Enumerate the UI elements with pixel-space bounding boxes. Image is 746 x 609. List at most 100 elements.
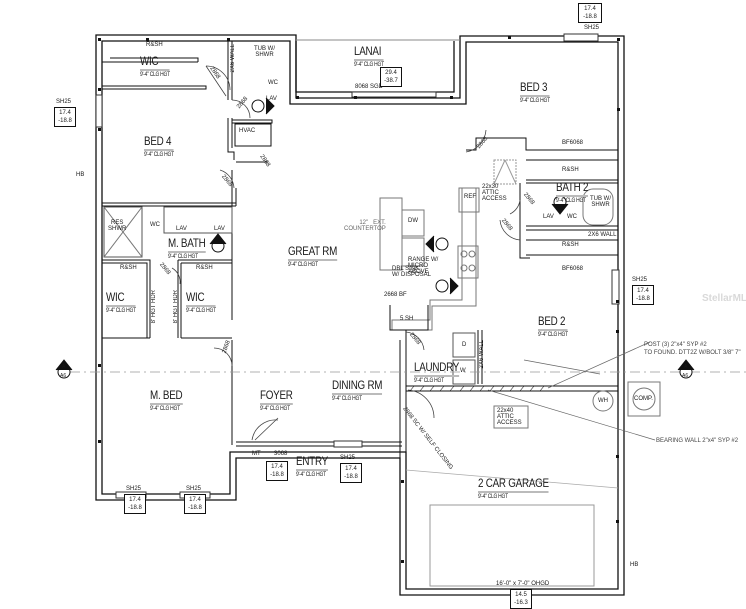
window-tag-value: -18.8 <box>270 472 284 478</box>
room-wic-right: WIC 9'-4" CLG HGT <box>186 290 216 314</box>
section-marker-a-left-top: A <box>62 364 66 370</box>
window-tag-mbed-right: 17.4 -18.8 <box>184 494 206 514</box>
sliding-door-label: 8068 SGD <box>355 84 384 90</box>
window-tag-mbed-left: 17.4 -18.8 <box>124 494 146 514</box>
room-name: WIC <box>106 290 136 307</box>
window-tag-value: -18.8 <box>583 14 597 20</box>
room-foyer: FOYER 9'-4" CLG HGT <box>260 388 293 412</box>
bifold-door-label: 2668 BF <box>384 292 407 298</box>
ceiling-height: 9'-4" CLG HGT <box>150 406 180 412</box>
ceiling-height: 9'-4" CLG HGT <box>140 72 170 78</box>
window-tag-value: -18.8 <box>636 296 650 302</box>
window-tag-label: SH25 <box>632 277 648 283</box>
hose-bib-label-right: HB <box>630 562 639 568</box>
ext-countertop-label: 12" EXT. COUNTERTOP <box>344 220 386 232</box>
mt-label: MT <box>252 451 261 457</box>
window-tag-value: 17.4 <box>584 6 596 12</box>
wall-2x6-label: 2X6 WALL <box>230 44 236 73</box>
window-tag-value: -18.8 <box>58 118 72 124</box>
refrigerator-label: REF <box>464 194 476 200</box>
entry-window-label: SH25 <box>340 455 356 461</box>
window-tag-entry-right: 17.4 -18.8 <box>340 463 362 483</box>
header-label-right: 8' HGT HDR <box>173 290 179 324</box>
hose-bib-label-left: HB <box>76 172 85 178</box>
room-m-bed: M. BED 9'-4" CLG HGT <box>150 388 183 412</box>
window-tag-value: 17.4 <box>345 466 357 472</box>
rsh-label-bed2: R&SH <box>562 242 579 248</box>
rsh-label-bed3: R&SH <box>562 167 579 173</box>
ceiling-height: 9'-4" CLG HGT <box>478 494 508 500</box>
window-tag-value: 17.4 <box>271 464 283 470</box>
section-marker-a-right-bottom: A6 <box>682 373 689 379</box>
window-tag-label: SH25 <box>584 25 600 31</box>
wc-label-mbath: WC <box>150 222 160 228</box>
window-tag-garage: 14.5 -16.3 <box>510 589 532 609</box>
wall-2x6-label-laundry: 2X6 WALL <box>479 340 485 369</box>
tub-shower-bath2-label: TUB W/ SHWR <box>590 196 611 208</box>
room-name: WIC <box>186 290 216 307</box>
room-name: WIC <box>140 54 170 71</box>
garage-attic-label: 22x40 ATTIC ACCESS <box>497 408 522 426</box>
lav-label: LAV <box>266 96 277 102</box>
wc-label-bath2: WC <box>567 214 577 220</box>
room-bath2: BATH 2 9'-4" CLG HGT <box>556 180 588 204</box>
room-laundry: LAUNDRY 9'-4" CLG HGT <box>414 360 459 384</box>
section-marker-a-left-bottom: A6 <box>60 373 67 379</box>
window-tag-value: -16.3 <box>514 600 528 606</box>
window-tag-entry-left: 17.4 -18.8 <box>266 461 288 481</box>
dishwasher-label: DW <box>408 218 418 224</box>
window-tag-right: 17.4 -18.8 <box>632 285 654 305</box>
lav-label-mbath-2: LAV <box>214 226 225 232</box>
ceiling-height: 9'-4" CLG HGT <box>332 396 362 402</box>
room-name: DINING RM <box>332 378 383 395</box>
room-name: 2 CAR GARAGE <box>478 476 549 493</box>
dryer-label: D <box>462 342 467 348</box>
shower-label: RES SHWR <box>108 220 127 232</box>
room-name: GREAT RM <box>288 244 337 261</box>
ceiling-height: 9'-4" CLG HGT <box>144 152 174 158</box>
section-marker-a-right-top: A <box>684 364 688 370</box>
ceiling-height: 9'-4" CLG HGT <box>260 406 290 412</box>
window-tag-value: -18.8 <box>344 474 358 480</box>
bearing-wall-note: BEARING WALL 2"x4" SYP #2 <box>656 438 739 444</box>
room-name: BED 3 <box>520 80 550 97</box>
rsh-label-top: R&SH <box>146 42 163 48</box>
window-tag-value: -18.8 <box>188 505 202 511</box>
room-bed2: BED 2 9'-4" CLG HGT <box>538 314 568 338</box>
washer-label: W <box>460 368 466 374</box>
room-bed3: BED 3 9'-4" CLG HGT <box>520 80 550 104</box>
bf6068-label-top: BF6068 <box>562 140 584 146</box>
room-entry: ENTRY 9'-4" CLG HGT <box>296 454 328 478</box>
room-lanai: LANAI 9'-4" CLG HGT <box>354 44 384 68</box>
ceiling-height: 9'-4" CLG HGT <box>106 308 136 314</box>
lav-label-bath2: LAV <box>543 214 554 220</box>
window-tag-lanai: 29.4 -38.7 <box>380 67 402 87</box>
range-label: RANGE W/ MICRO ABOVE <box>408 257 439 275</box>
window-tag-value: 17.4 <box>59 110 71 116</box>
post-note-2: TO FOUND. DTT2Z W/BOLT 3/8" 7" <box>644 350 741 356</box>
rsh-label-wic-right: R&SH <box>196 265 213 271</box>
room-name: BED 4 <box>144 134 174 151</box>
water-heater-label: WH <box>598 398 608 404</box>
window-tag-top-right: 17.4 -18.8 <box>578 3 602 23</box>
attic-access-label: 22x30 ATTIC ACCESS <box>482 184 507 202</box>
room-m-bath: M. BATH 9'-4" CLG HGT <box>168 236 206 260</box>
room-name: LAUNDRY <box>414 360 459 377</box>
sink-label: DBL SINK W/ DISPOSAL <box>392 266 432 278</box>
window-tag-value: 29.4 <box>385 70 397 76</box>
bf6068-label-bottom: BF6068 <box>562 266 584 272</box>
window-tag-value: -18.8 <box>128 505 142 511</box>
ceiling-height: 9'-4" CLG HGT <box>520 98 550 104</box>
compressor-label: COMP. <box>634 396 653 402</box>
rsh-label-wic-left: R&SH <box>120 265 137 271</box>
window-tag-value: 17.4 <box>637 288 649 294</box>
ceiling-height: 9'-4" CLG HGT <box>538 332 568 338</box>
ceiling-height: 9'-4" CLG HGT <box>168 254 198 260</box>
ceiling-height: 9'-4" CLG HGT <box>414 378 444 384</box>
room-garage: 2 CAR GARAGE 9'-4" CLG HGT <box>478 476 549 500</box>
shelf-label: 5 SH <box>400 316 414 322</box>
room-name: BED 2 <box>538 314 568 331</box>
room-bed4: BED 4 9'-4" CLG HGT <box>144 134 174 158</box>
window-tag-label: SH25 <box>126 486 142 492</box>
window-tag-value: -38.7 <box>384 78 398 84</box>
